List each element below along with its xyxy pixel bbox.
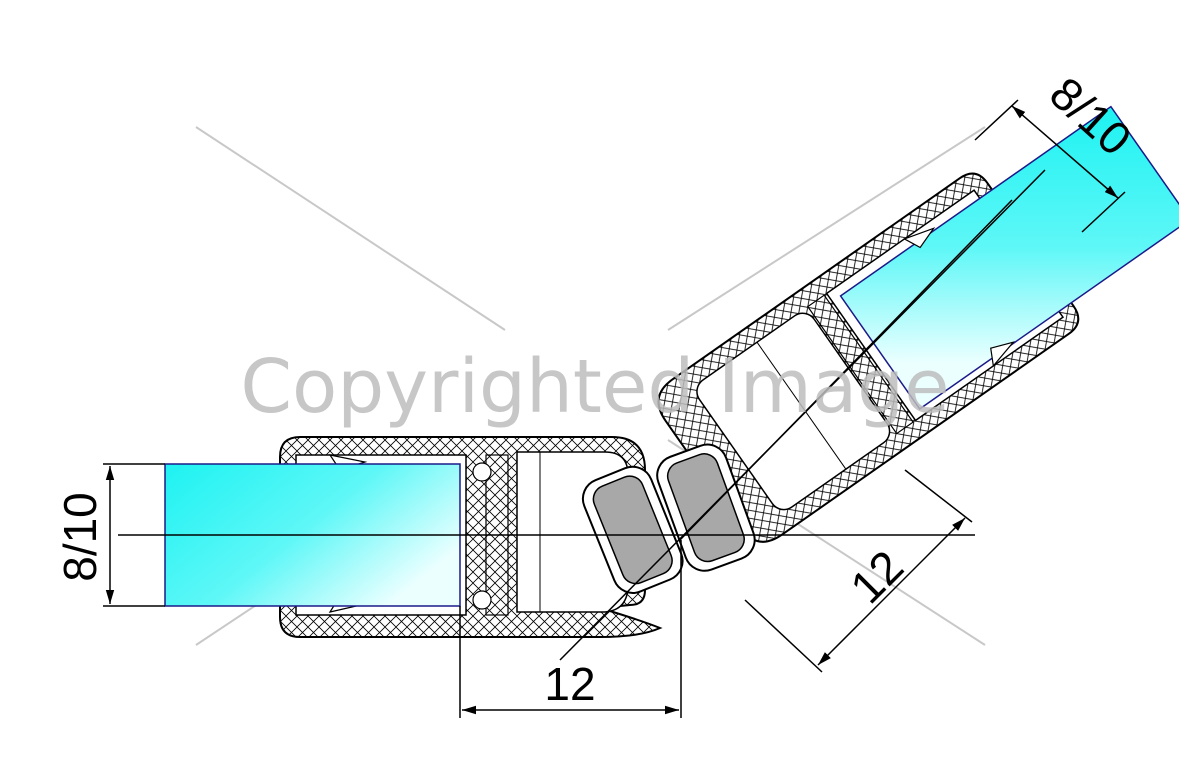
right-seal-lip-top xyxy=(902,227,936,249)
right-seal-lip-bottom xyxy=(990,341,1016,368)
guide-line xyxy=(195,126,506,331)
dimension-angled-width-label: 12 xyxy=(840,540,913,613)
dimension-left-thickness: 8/10 xyxy=(54,463,165,607)
right-web xyxy=(806,294,914,435)
left-profile xyxy=(164,436,684,638)
dimension-bottom-width: 12 xyxy=(459,540,682,718)
dimension-bottom-width-label: 12 xyxy=(544,658,595,710)
dimension-left-thickness-label: 8/10 xyxy=(54,492,106,582)
right-inner-chamber xyxy=(696,312,891,511)
left-web-notch xyxy=(472,590,492,610)
right-profile xyxy=(657,105,1179,543)
left-web-notch xyxy=(472,462,492,482)
right-chamber-line xyxy=(756,341,847,470)
angled-centre-line-2 xyxy=(679,199,1013,541)
copyright-watermark: Copyrighted Image xyxy=(240,344,949,430)
guide-line xyxy=(667,126,986,331)
left-magnet xyxy=(592,475,673,585)
